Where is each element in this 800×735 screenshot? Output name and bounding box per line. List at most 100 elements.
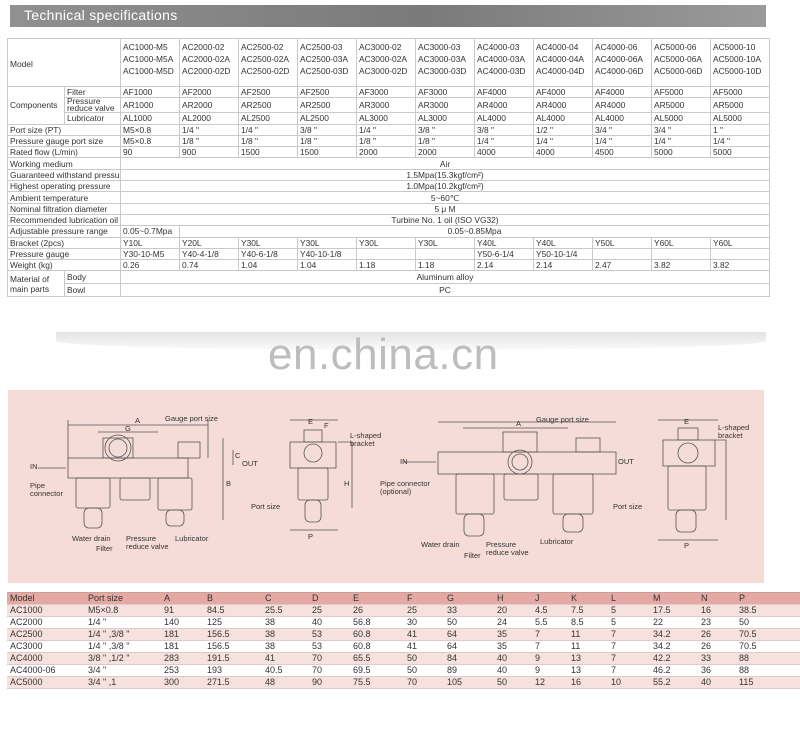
dim-value: 35 <box>494 640 532 653</box>
spec-value: 1/4 " <box>356 123 416 136</box>
spec-value: AF5000 <box>651 85 711 99</box>
dim-value: 11 <box>568 628 608 641</box>
label-out-right: OUT <box>618 457 634 466</box>
model-code: AC3000-02 <box>359 42 402 52</box>
dim-value: 33 <box>698 652 736 665</box>
dim-value: 300 <box>161 676 204 689</box>
spec-value: Y30L <box>297 236 357 249</box>
dim-value: 38 <box>262 628 309 641</box>
dim-value: 50 <box>444 616 494 629</box>
dim-value: 53 <box>309 640 350 653</box>
dim-value: 50 <box>494 676 532 689</box>
spec-value: AR5000 <box>710 97 770 114</box>
spec-row-label: Highest operating pressure <box>7 180 121 193</box>
spec-span-value: 1.5Mpa(15.3kgf/cm²) <box>120 168 770 182</box>
model-code: AC4000-03D <box>477 66 526 76</box>
dim-value: 60.8 <box>350 628 404 641</box>
model-code: AC2500-02 <box>241 42 284 52</box>
spec-value: 4000 <box>474 146 534 159</box>
label-filter-right: Filter <box>464 551 481 560</box>
spec-value: AF3000 <box>415 85 475 99</box>
dim-value: 53 <box>309 628 350 641</box>
dim-letter-a-left: A <box>135 416 141 425</box>
dim-value: 41 <box>404 628 444 641</box>
model-code: AC5000-10 <box>713 42 756 52</box>
spec-value: AL4000 <box>592 112 652 125</box>
model-code: AC4000-04D <box>536 66 585 76</box>
dim-letter-p-right: P <box>684 541 690 550</box>
spec-value: Y40-10-1/8 <box>297 247 357 261</box>
label-gauge-port-size-right: Gauge port size <box>536 415 589 424</box>
spec-value: 1500 <box>297 146 357 159</box>
dim-value: 7.5 <box>568 604 608 617</box>
spec-component-label: Lubricator <box>64 112 121 125</box>
dim-value: 3/8 " ,1/2 " <box>85 652 161 665</box>
dim-value: 38.5 <box>736 604 800 617</box>
spec-value: 1 " <box>710 123 770 136</box>
dim-value: 90 <box>309 676 350 689</box>
spec-value: 1.04 <box>238 259 298 272</box>
model-code: AC5000-06D <box>654 66 703 76</box>
spec-value: 0.26 <box>120 259 180 272</box>
spec-value: 2.47 <box>592 259 652 272</box>
spec-span-value: Air <box>120 157 770 170</box>
dim-header: K <box>568 592 608 605</box>
dim-value: 13 <box>568 664 608 677</box>
label-pipe-connector-optional: Pipe connector (optional) <box>380 479 431 496</box>
dim-value: 191.5 <box>204 652 262 665</box>
spec-value: 3/8 " <box>474 123 534 136</box>
spec-value: 2000 <box>415 146 475 159</box>
spec-value: Y50L <box>592 236 652 249</box>
spec-value: Y40L <box>474 236 534 249</box>
dim-value: 50 <box>736 616 800 629</box>
spec-value: 2.14 <box>533 259 593 272</box>
spec-value: AF1000 <box>120 85 180 99</box>
label-in-left: IN <box>30 462 38 471</box>
dim-header: B <box>204 592 262 605</box>
dim-value: 1/4 " ,3/8 " <box>85 640 161 653</box>
right-manifold-body <box>437 451 617 475</box>
dim-letter-b-left: B <box>226 479 232 488</box>
label-filter-left: Filter <box>96 544 113 553</box>
dim-letter-e-right: E <box>684 417 690 426</box>
spec-value: AF3000 <box>356 85 416 99</box>
dim-value: 64 <box>444 628 494 641</box>
spec-component-label: Filter <box>64 85 121 99</box>
spec-value: 1/8 " <box>297 134 357 148</box>
dim-value: 41 <box>404 640 444 653</box>
dim-value: 7 <box>608 640 650 653</box>
spec-row-label: Bracket (2pcs) <box>7 236 121 249</box>
right-regulator-bowl <box>503 473 539 501</box>
spec-value <box>592 247 652 261</box>
dim-value: 40 <box>698 676 736 689</box>
spec-value: AL2500 <box>238 112 298 125</box>
dim-value: 26 <box>698 640 736 653</box>
spec-value: 90 <box>120 146 180 159</box>
spec-value: 3.82 <box>651 259 711 272</box>
label-lubricator-right: Lubricator <box>540 537 574 546</box>
spec-value: M5×0.8 <box>120 134 180 148</box>
spec-value: AF2000 <box>179 85 239 99</box>
dim-value: 156.5 <box>204 640 262 653</box>
dim-value: 75.5 <box>350 676 404 689</box>
dim-value: 25 <box>404 604 444 617</box>
model-code: AC2500-02A <box>241 54 289 64</box>
spec-value: 1/4 " <box>238 123 298 136</box>
spec-value: Y20L <box>179 236 239 249</box>
dim-model: AC4000 <box>7 652 85 665</box>
dim-value: 42.2 <box>650 652 698 665</box>
dim-header: G <box>444 592 494 605</box>
model-code: AC4000-06 <box>595 42 638 52</box>
spec-row-label: Pressure gauge port size <box>7 134 121 148</box>
spec-value: 5000 <box>710 146 770 159</box>
